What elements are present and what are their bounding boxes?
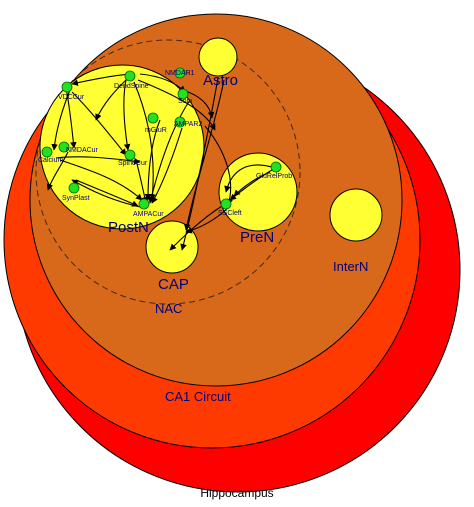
astro-region: [198, 37, 238, 77]
node-calcium[interactable]: [41, 146, 53, 158]
node-nmdar[interactable]: [174, 67, 186, 79]
node-ampar2[interactable]: [174, 116, 186, 128]
node-nmdacur[interactable]: [58, 141, 70, 153]
label-ampar2: AMPAR2: [174, 121, 202, 128]
nodes: [41, 67, 282, 210]
node-spinecur[interactable]: [124, 149, 136, 161]
pren-label: PreN: [240, 229, 274, 246]
node-synplast[interactable]: [68, 182, 80, 194]
edges: [46, 73, 276, 251]
ca1-circuit-label: CA1 Circuit: [165, 389, 231, 404]
label-ampacur: AMPACur: [133, 211, 164, 218]
postn-region: [39, 64, 205, 230]
astro-label: Astro: [203, 72, 238, 89]
label-sscleft: SSCleft: [218, 210, 242, 217]
node-dendspine[interactable]: [124, 70, 136, 82]
dashed-boundary: [35, 39, 301, 305]
nac-label: NAC: [155, 301, 182, 316]
node-sscleft[interactable]: [220, 198, 232, 210]
label-nmdar: NMDAR1: [165, 70, 195, 77]
node-som[interactable]: [177, 88, 189, 100]
label-synplast: SynPlast: [62, 195, 90, 202]
postn-label: PostN: [108, 219, 149, 236]
label-som: Som: [178, 98, 193, 105]
label-calcium: Calcium: [38, 157, 63, 164]
cap-region: [145, 220, 199, 274]
node-vdcc[interactable]: [61, 81, 73, 93]
intern-label: InterN: [333, 259, 368, 274]
label-nmdacur: NMDACur: [66, 147, 99, 154]
label-vdcc: VDCCur: [58, 94, 85, 101]
label-spinecur: SpineCur: [118, 160, 148, 167]
intern-region: [329, 188, 383, 242]
node-mglur[interactable]: [147, 112, 159, 124]
diagram-title: Hippocampus: [200, 486, 273, 500]
label-glurelprob: GluRelProb: [256, 173, 292, 180]
pren-region: [218, 152, 298, 232]
node-glurelprob[interactable]: [270, 161, 282, 173]
node-labels: VDCCur DendSpine NMDAR1 Som mGluR AMPAR2…: [38, 70, 292, 218]
label-mglur: mGluR: [145, 127, 167, 134]
cap-label: CAP: [158, 276, 189, 293]
label-dendspine: DendSpine: [114, 83, 149, 90]
node-ampacur[interactable]: [138, 198, 150, 210]
